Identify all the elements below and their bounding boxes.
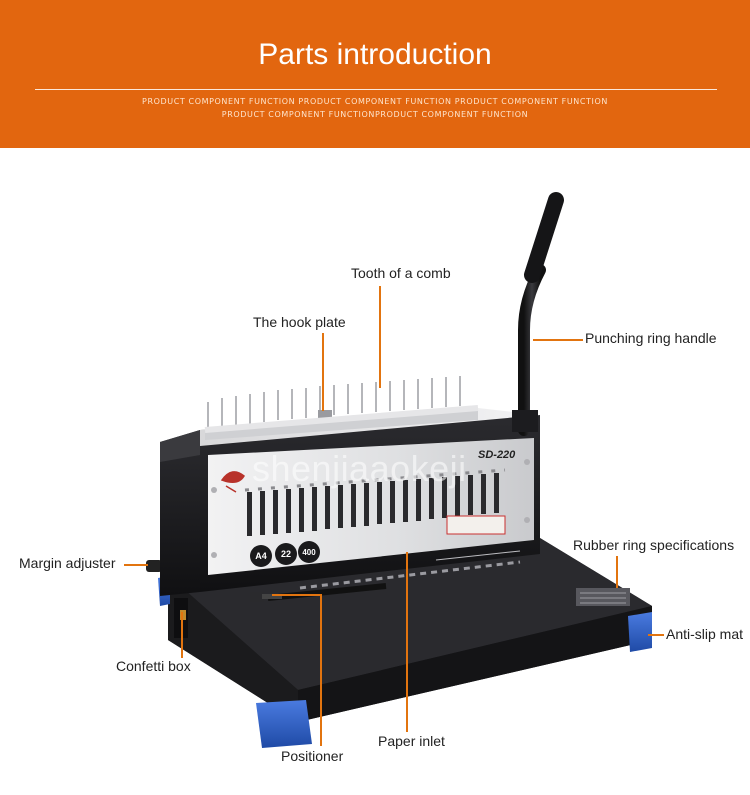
label-positioner: Positioner bbox=[281, 748, 344, 764]
positioner-slider bbox=[250, 592, 282, 602]
header-banner: Parts introduction PRODUCT COMPONENT FUN… bbox=[0, 0, 750, 148]
foot-front-left bbox=[256, 700, 312, 748]
leader-hook-plate bbox=[322, 333, 324, 411]
housing-screws bbox=[211, 459, 530, 558]
leader-positioner-horizontal bbox=[272, 594, 322, 596]
badge-a4: A4 bbox=[255, 551, 267, 561]
banner-subtitle-line-1: PRODUCT COMPONENT FUNCTION PRODUCT COMPO… bbox=[142, 97, 608, 106]
label-paper-inlet: Paper inlet bbox=[378, 733, 445, 749]
punch-slots bbox=[247, 473, 499, 536]
spec-badges: A4 22 400 bbox=[250, 541, 320, 567]
leader-rubber-ring-specifications bbox=[616, 556, 618, 588]
banner-subtitle-line-2: PRODUCT COMPONENT FUNCTIONPRODUCT COMPON… bbox=[221, 110, 529, 119]
paper-guide-scale bbox=[299, 560, 521, 590]
label-margin-adjuster: Margin adjuster bbox=[19, 555, 116, 571]
brand-logo-icon bbox=[220, 471, 245, 493]
watermark-text: shenjiaaokeji bbox=[252, 448, 467, 489]
leader-tooth-of-comb bbox=[379, 286, 381, 388]
label-anti-slip-mat: Anti-slip mat bbox=[666, 626, 744, 642]
foot-front-right bbox=[628, 612, 652, 652]
label-punching-ring-handle: Punching ring handle bbox=[585, 330, 717, 346]
label-hook-plate: The hook plate bbox=[253, 314, 346, 330]
leader-paper-inlet bbox=[406, 552, 408, 732]
label-rubber-ring-specifications: Rubber ring specifications bbox=[573, 537, 735, 553]
rubber-ring-spec-sticker bbox=[576, 588, 630, 606]
label-confetti-box: Confetti box bbox=[116, 658, 191, 674]
badge-400: 400 bbox=[302, 548, 316, 557]
leader-margin-adjuster bbox=[124, 564, 148, 566]
leader-anti-slip-mat bbox=[648, 634, 664, 636]
leader-confetti-box bbox=[181, 612, 183, 658]
leader-punching-ring-handle bbox=[533, 339, 583, 341]
label-tooth-of-comb: Tooth of a comb bbox=[351, 265, 451, 281]
badge-22: 22 bbox=[281, 549, 291, 559]
leader-positioner bbox=[320, 596, 322, 746]
model-label: SD-220 bbox=[478, 449, 516, 461]
warning-sticker bbox=[446, 515, 506, 535]
punching-handle bbox=[512, 192, 564, 436]
banner-title: Parts introduction bbox=[258, 38, 492, 71]
banner-divider bbox=[35, 89, 717, 90]
